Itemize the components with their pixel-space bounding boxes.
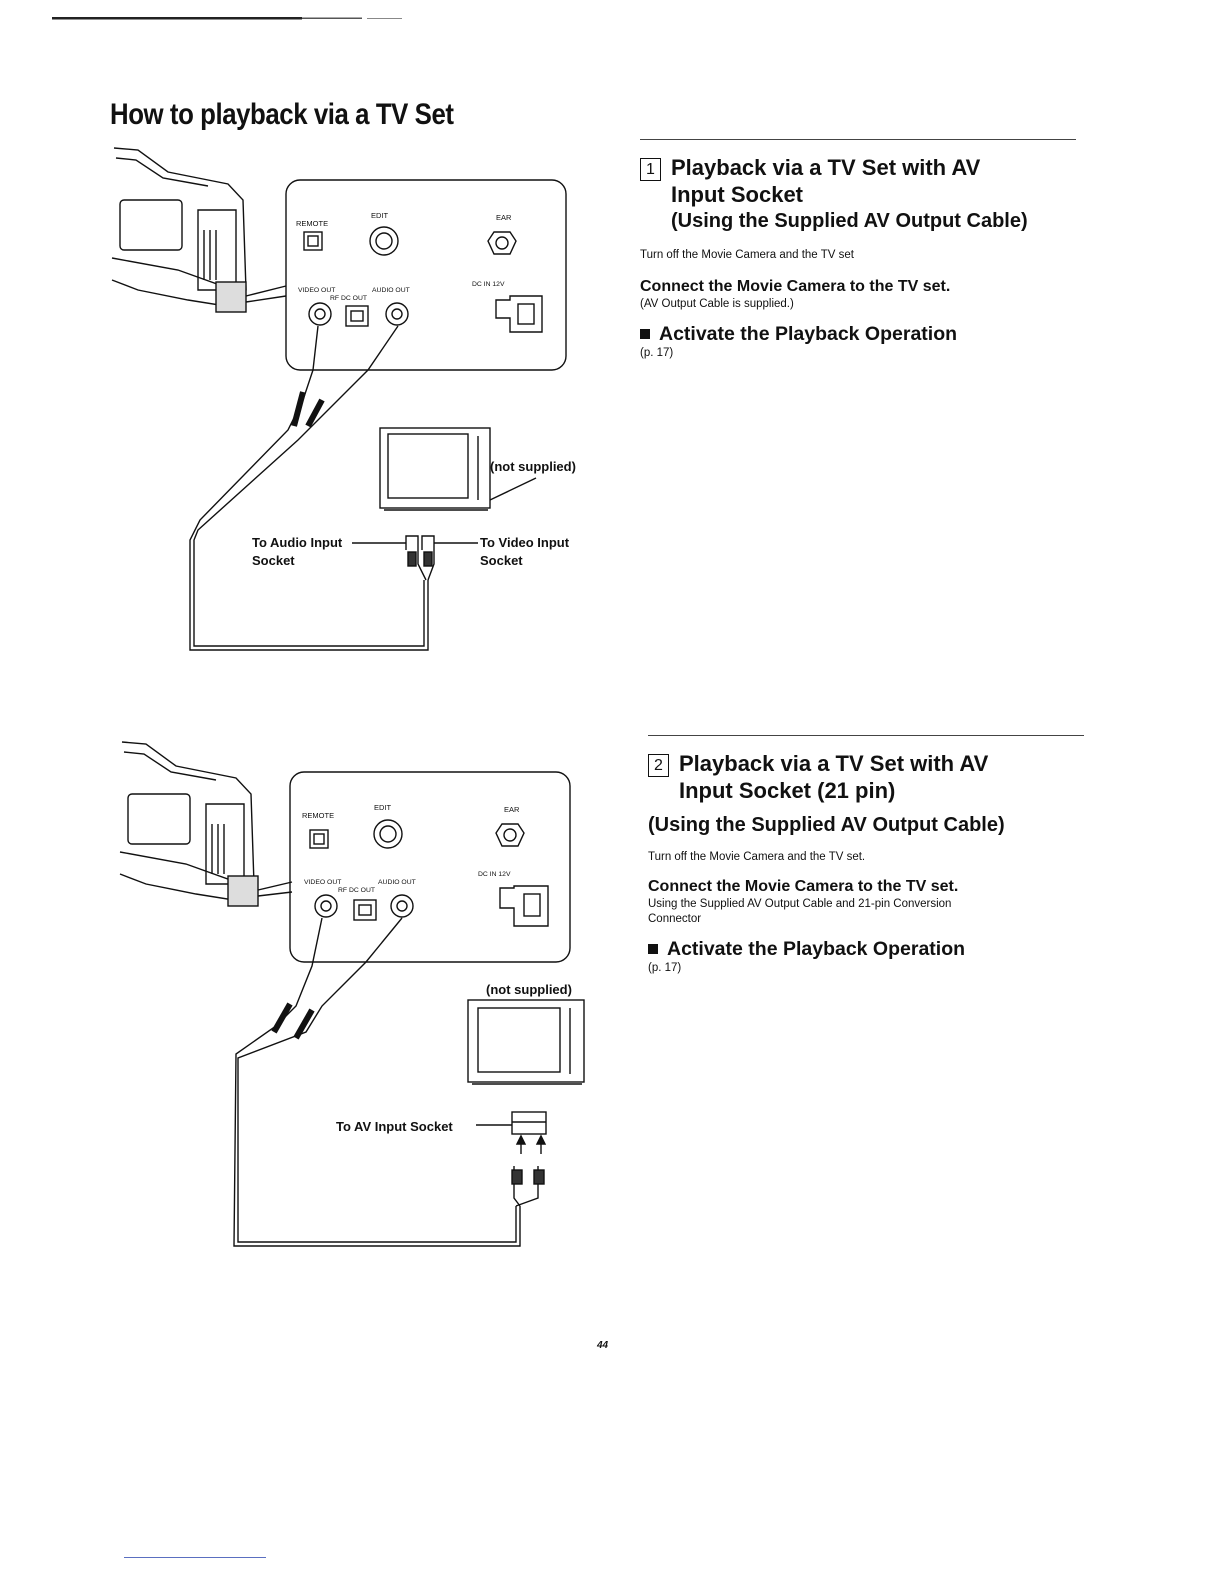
label-rf-dc-out: RF DC OUT (330, 295, 367, 302)
camcorder-illustration (111, 147, 287, 313)
label-not-supplied: (not supplied) (490, 459, 576, 474)
label-ear: EAR (496, 213, 512, 222)
dc-in-jack (499, 885, 549, 927)
section-rule (640, 139, 1076, 140)
label-edit: EDIT (371, 211, 389, 220)
label-audio-input-2: Socket (252, 553, 295, 568)
video-out-jack (308, 302, 332, 326)
label-dc-in: DC IN 12V (472, 281, 505, 288)
rf-dc-out-jack (353, 899, 377, 921)
step-turn-off: Turn off the Movie Camera and the TV set… (648, 851, 866, 863)
section-heading: 2 Playback via a TV Set with AV Input So… (648, 750, 1084, 804)
tv-set (467, 999, 585, 1083)
step-connect: Connect the Movie Camera to the TV set. (648, 878, 959, 895)
step-connect-note: (AV Output Cable is supplied.) (640, 298, 794, 310)
section-21pin: 2 Playback via a TV Set with AV Input So… (648, 735, 1084, 976)
label-rf-dc-out: RF DC OUT (338, 887, 375, 894)
dc-in-jack (495, 295, 543, 333)
label-video-input-2: Socket (480, 553, 523, 568)
label-video-input-1: To Video Input (480, 535, 570, 550)
audio-out-jack (390, 894, 414, 918)
label-edit: EDIT (374, 803, 392, 812)
section-subtitle: (Using the Supplied AV Output Cable) (671, 210, 1028, 232)
page-number: 44 (597, 1340, 609, 1351)
label-not-supplied: (not supplied) (486, 982, 572, 997)
step-connect-note-2: Connector (648, 913, 702, 925)
label-dc-in: DC IN 12V (478, 871, 511, 878)
label-remote: REMOTE (302, 811, 334, 820)
edit-jack (369, 226, 399, 256)
section-title-line2: Input Socket (671, 182, 804, 207)
section-title-line2: Input Socket (21 pin) (679, 778, 896, 803)
section-rule (648, 735, 1084, 736)
remote-jack (303, 231, 323, 251)
bottom-edge-line (124, 1557, 266, 1558)
label-ear: EAR (504, 805, 520, 814)
page-reference: (p. 17) (640, 347, 674, 359)
section-title-line1: Playback via a TV Set with AV (671, 155, 981, 180)
page-title: How to playback via a TV Set (110, 98, 454, 131)
step-connect: Connect the Movie Camera to the TV set. (640, 278, 951, 295)
step-activate-label: Activate the Playback Operation (667, 938, 966, 960)
figure-21pin-connection: REMOTE EDIT EAR VIDEO OUT AUDIO OUT RF D… (119, 741, 585, 1247)
label-video-out: VIDEO OUT (304, 879, 341, 886)
section-heading: 1 Playback via a TV Set with AV Input So… (640, 154, 1076, 234)
label-remote: REMOTE (296, 219, 328, 228)
scan-artifact-line (52, 16, 402, 21)
section-number: 2 (648, 754, 669, 777)
label-av-input: To AV Input Socket (336, 1119, 453, 1134)
label-audio-out: AUDIO OUT (378, 879, 416, 886)
tv-set (379, 427, 491, 509)
step-connect-note-1: Using the Supplied AV Output Cable and 2… (648, 898, 952, 910)
ear-jack (487, 231, 517, 255)
label-audio-input-1: To Audio Input (252, 535, 343, 550)
step-activate-label: Activate the Playback Operation (659, 323, 958, 345)
rf-dc-out-jack (345, 305, 369, 327)
audio-out-jack (385, 302, 409, 326)
label-audio-out: AUDIO OUT (372, 287, 410, 294)
camcorder-illustration (119, 741, 293, 907)
section-subtitle: (Using the Supplied AV Output Cable) (648, 814, 1005, 836)
square-bullet-icon (648, 944, 658, 954)
jack-panel (285, 179, 567, 371)
section-number: 1 (640, 158, 661, 181)
remote-jack (309, 829, 329, 849)
scart-connector (511, 1111, 547, 1135)
video-out-jack (314, 894, 338, 918)
page-reference: (p. 17) (648, 962, 682, 974)
figure-av-connection: REMOTE EDIT EAR VIDEO OUT AUDIO OUT RF D… (111, 147, 576, 651)
step-activate: Activate the Playback Operation (640, 322, 1076, 346)
jack-panel (289, 771, 571, 963)
section-av-input: 1 Playback via a TV Set with AV Input So… (640, 139, 1076, 361)
ear-jack (495, 823, 525, 847)
square-bullet-icon (640, 329, 650, 339)
label-video-out: VIDEO OUT (298, 287, 335, 294)
step-activate: Activate the Playback Operation (648, 937, 1084, 961)
step-turn-off: Turn off the Movie Camera and the TV set (640, 249, 854, 261)
edit-jack (373, 819, 403, 849)
section-title-line1: Playback via a TV Set with AV (679, 751, 989, 776)
